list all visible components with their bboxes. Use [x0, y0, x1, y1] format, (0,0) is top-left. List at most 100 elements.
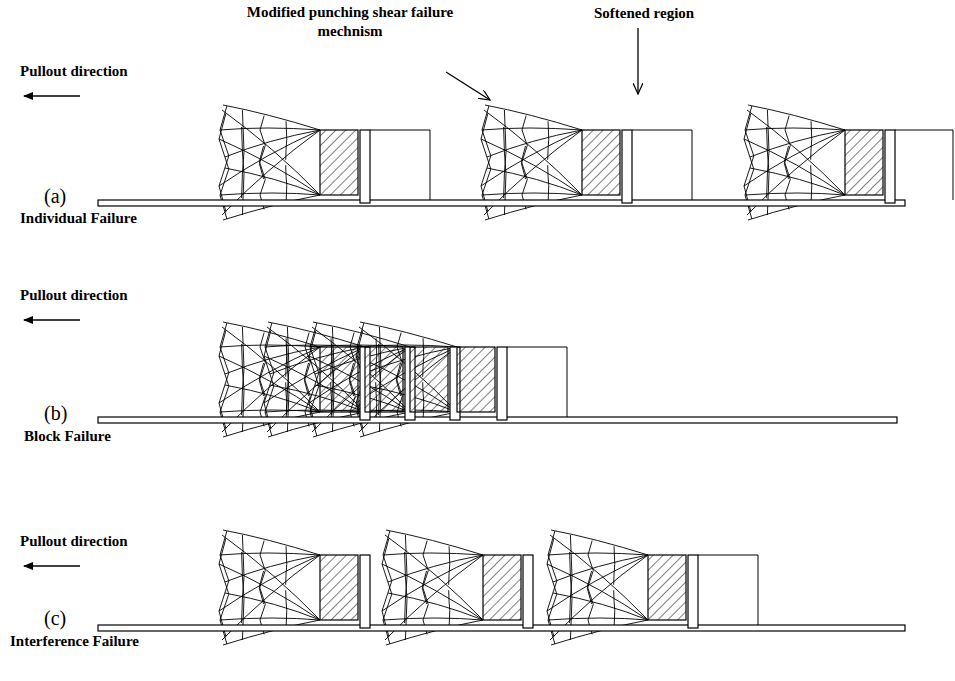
failure-mesh	[225, 168, 320, 195]
failure-mesh	[551, 530, 648, 555]
failure-mesh	[222, 110, 320, 195]
softened-region	[632, 130, 692, 200]
bearing-member	[320, 347, 358, 412]
callout-label: Modified punching shear failure mechnism	[238, 3, 462, 41]
failure-mesh	[219, 139, 320, 195]
failure-mesh	[748, 195, 845, 220]
leader-arrow	[446, 72, 490, 100]
panel-letter: (b)	[44, 401, 84, 426]
bearing-member	[320, 130, 358, 195]
panel-caption: Interference Failure	[10, 632, 190, 651]
bearing-member	[648, 555, 686, 620]
failure-mesh	[225, 593, 320, 620]
transverse-plate	[885, 130, 895, 203]
failure-mesh	[747, 110, 845, 195]
failure-mesh	[550, 535, 648, 620]
failure-mesh	[222, 327, 320, 412]
pullout-arrow	[24, 319, 80, 321]
failure-mesh	[388, 555, 483, 582]
direction-label: Pullout direction	[20, 62, 190, 81]
failure-mesh	[614, 590, 615, 629]
failure-mesh	[383, 553, 483, 555]
failure-mesh	[388, 593, 483, 620]
anchor-rod	[98, 625, 905, 631]
failure-mesh	[548, 165, 549, 204]
failure-mesh	[482, 193, 582, 195]
failure-mesh	[553, 593, 648, 620]
failure-mesh	[745, 128, 845, 130]
panel-letter: (c)	[44, 606, 84, 631]
failure-mesh	[220, 553, 320, 555]
failure-mesh	[449, 590, 450, 629]
bearing-member	[483, 555, 521, 620]
failure-mesh	[548, 618, 648, 620]
failure-mesh	[360, 322, 457, 347]
failure-mesh	[745, 193, 845, 195]
panel-caption: Block Failure	[24, 427, 194, 446]
softened-region	[895, 130, 953, 200]
failure-mesh	[220, 193, 320, 195]
failure-mesh	[449, 546, 450, 585]
failure-mesh	[551, 620, 648, 645]
failure-mesh	[553, 555, 648, 582]
failure-mesh	[220, 618, 320, 620]
failure-mesh	[219, 130, 320, 186]
failure-mesh	[286, 165, 287, 204]
failure-mesh	[223, 620, 320, 645]
direction-label: Pullout direction	[20, 286, 190, 305]
transverse-plate	[497, 347, 507, 420]
failure-mesh	[548, 553, 648, 555]
failure-mesh	[382, 555, 483, 611]
leader-arrow	[637, 28, 638, 94]
failure-mesh	[748, 105, 845, 130]
failure-mesh	[286, 121, 287, 160]
bearing-member	[410, 347, 448, 412]
failure-mesh	[286, 590, 287, 629]
failure-mesh	[547, 564, 648, 620]
pullout-arrow	[24, 95, 80, 97]
failure-mesh	[485, 105, 582, 130]
failure-mesh	[223, 530, 320, 555]
anchor-rod	[98, 200, 905, 206]
transverse-plate	[688, 555, 698, 628]
failure-mesh	[219, 564, 320, 620]
failure-mesh	[811, 165, 812, 204]
failure-mesh	[386, 530, 483, 555]
transverse-plate	[360, 130, 370, 203]
bearing-member	[457, 347, 495, 412]
failure-mesh	[811, 121, 812, 160]
bearing-member	[365, 347, 403, 412]
bearing-member	[320, 555, 358, 620]
failure-mesh	[481, 130, 582, 186]
callout-label: Softened region	[594, 4, 734, 23]
failure-mesh	[223, 195, 320, 220]
softened-region	[698, 555, 758, 625]
failure-mesh	[225, 555, 320, 582]
failure-mesh	[744, 130, 845, 186]
failure-mesh	[286, 546, 287, 585]
failure-mesh	[482, 128, 582, 130]
failure-mesh	[267, 327, 365, 412]
failure-mesh	[383, 618, 483, 620]
failure-mesh	[225, 130, 320, 157]
bearing-member	[582, 130, 620, 195]
transverse-plate	[360, 555, 370, 628]
softened-region	[507, 347, 567, 417]
pullout-arrow	[24, 565, 80, 567]
failure-mesh	[385, 535, 483, 620]
failure-mesh	[220, 128, 320, 130]
failure-mesh	[548, 121, 549, 160]
softened-region	[370, 130, 430, 200]
failure-mesh	[614, 546, 615, 585]
failure-mesh	[219, 356, 320, 412]
transverse-plate	[523, 555, 533, 628]
failure-mesh	[487, 168, 582, 195]
failure-mesh	[219, 347, 320, 403]
bearing-member	[845, 130, 883, 195]
failure-mesh	[386, 620, 483, 645]
transverse-plate	[622, 130, 632, 203]
failure-mesh	[382, 564, 483, 620]
failure-mesh	[750, 168, 845, 195]
failure-mesh	[481, 139, 582, 195]
